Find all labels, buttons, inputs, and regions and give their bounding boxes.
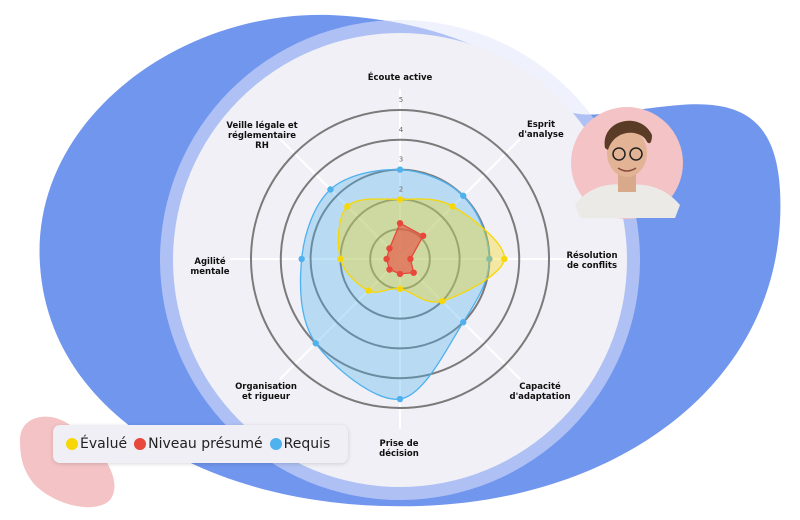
data-point--valu-[interactable] xyxy=(438,297,446,305)
axis-label: Écoute active xyxy=(368,71,433,83)
legend-item-niveau-presume[interactable]: Niveau présumé xyxy=(134,436,263,452)
data-point--valu-[interactable] xyxy=(449,203,456,210)
grid-ring xyxy=(279,138,521,380)
grid-ring xyxy=(250,109,550,409)
data-point-requis[interactable] xyxy=(327,186,334,193)
data-point-niveau-pr-sum-[interactable] xyxy=(396,220,404,227)
data-point--valu-[interactable] xyxy=(344,203,351,210)
data-point--valu-[interactable] xyxy=(396,285,404,292)
data-point-niveau-pr-sum-[interactable] xyxy=(383,255,390,263)
data-point-niveau-pr-sum-[interactable] xyxy=(419,232,427,240)
data-point--valu-[interactable] xyxy=(365,287,372,294)
data-point-requis[interactable] xyxy=(312,340,319,347)
radial-tick-label: 4 xyxy=(399,126,404,134)
radial-tick-label: 3 xyxy=(399,156,403,164)
radial-tick-label: 5 xyxy=(399,96,403,104)
legend-item-evalue[interactable]: Évalué xyxy=(66,436,127,452)
spoke-line xyxy=(399,258,521,380)
data-point-niveau-pr-sum-[interactable] xyxy=(386,266,393,273)
data-point-requis[interactable] xyxy=(486,255,493,263)
data-point-requis[interactable] xyxy=(460,192,467,199)
legend: Évalué Niveau présumé Requis xyxy=(53,425,348,463)
spoke-line xyxy=(279,258,401,380)
data-point-niveau-pr-sum-[interactable] xyxy=(410,269,417,276)
yellow-dot-icon xyxy=(66,438,78,450)
data-point-requis[interactable] xyxy=(460,319,467,326)
radial-tick-label: 2 xyxy=(399,185,403,193)
data-point--valu-[interactable] xyxy=(396,196,404,203)
data-point--valu-[interactable] xyxy=(337,255,344,263)
legend-item-requis[interactable]: Requis xyxy=(269,436,330,452)
data-point-requis[interactable] xyxy=(298,255,305,263)
spoke-line xyxy=(279,138,401,260)
red-dot-icon xyxy=(134,438,147,450)
data-point-niveau-pr-sum-[interactable] xyxy=(407,255,414,263)
avatar xyxy=(571,107,683,219)
blue-dot-icon xyxy=(269,438,282,450)
data-point-requis[interactable] xyxy=(396,395,404,403)
data-point--valu-[interactable] xyxy=(501,255,508,263)
data-point-niveau-pr-sum-[interactable] xyxy=(386,245,393,252)
data-point-niveau-pr-sum-[interactable] xyxy=(396,270,404,278)
data-point-requis[interactable] xyxy=(396,166,404,173)
